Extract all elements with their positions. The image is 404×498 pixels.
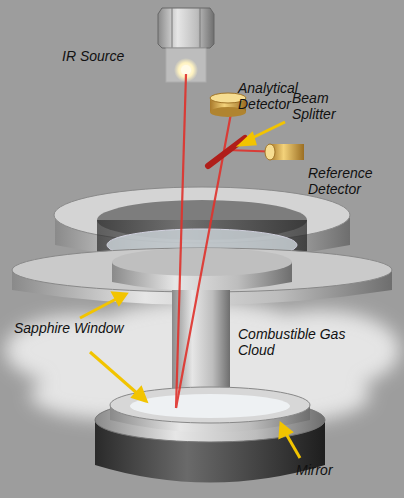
window-label: Sapphire Window	[14, 320, 144, 336]
mirror-label: Mirror	[296, 462, 366, 478]
cloud-label: Combustible Gas Cloud	[238, 326, 378, 358]
source-label: IR Source	[62, 48, 152, 64]
detector-label: Reference Detector	[308, 165, 398, 197]
splitter-label: Beam Splitter	[292, 90, 362, 122]
